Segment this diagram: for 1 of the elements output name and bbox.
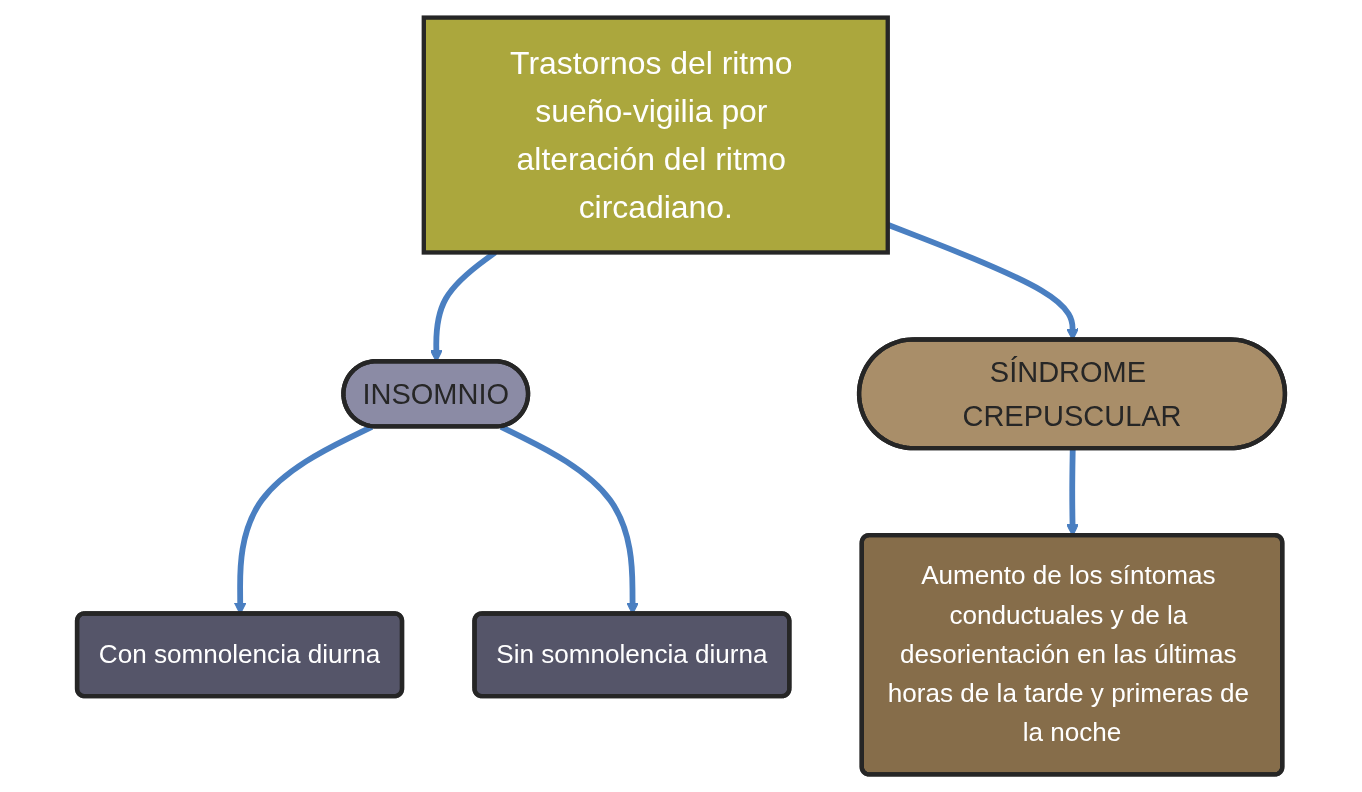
node-box: Trastornos del ritmo sueño-vigilia por alteración del ritmo circadiano.: [421, 15, 890, 255]
